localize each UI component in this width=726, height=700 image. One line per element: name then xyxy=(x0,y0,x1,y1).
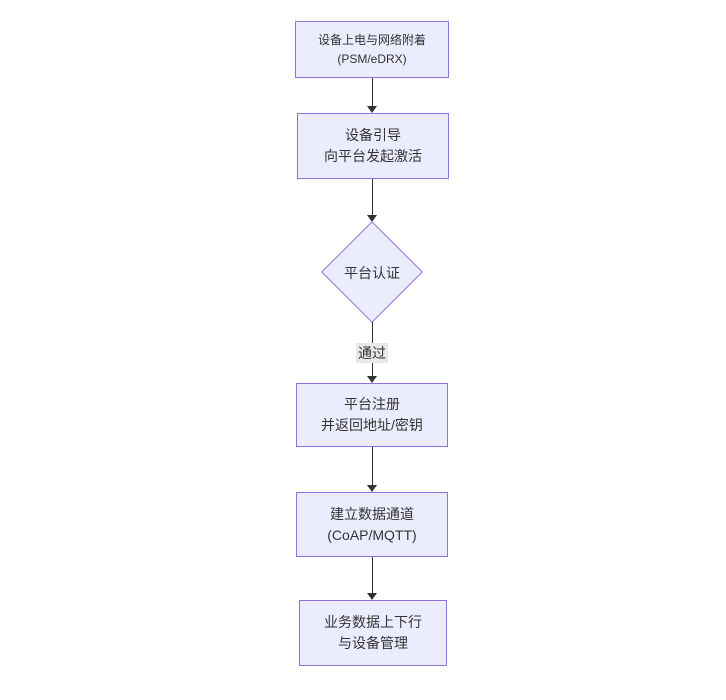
arrowhead-down-icon xyxy=(367,485,377,492)
node-text-line: 并返回地址/密钥 xyxy=(321,417,423,433)
node-text-line: 与设备管理 xyxy=(338,635,408,651)
node-text-line: 建立数据通道 xyxy=(330,505,414,522)
flow-node-channel: 建立数据通道 (CoAP/MQTT) xyxy=(296,492,448,557)
node-text-line: 平台注册 xyxy=(344,396,400,412)
flow-node-business: 业务数据上下行 与设备管理 xyxy=(299,600,447,666)
node-text-line: (PSM/eDRX) xyxy=(337,51,407,66)
arrowhead-down-icon xyxy=(367,106,377,113)
arrowhead-down-icon xyxy=(367,593,377,600)
arrowhead-down-icon xyxy=(367,215,377,222)
edge-line xyxy=(372,447,373,485)
edge-line xyxy=(372,78,373,106)
flow-node-power-attach: 设备上电与网络附着 (PSM/eDRX) xyxy=(295,21,449,78)
flow-node-bootstrap: 设备引导 向平台发起激活 xyxy=(297,113,449,179)
node-text-line: 设备引导 xyxy=(345,127,401,143)
arrowhead-down-icon xyxy=(367,376,377,383)
flow-node-auth-label: 平台认证 xyxy=(344,264,400,281)
flow-node-register: 平台注册 并返回地址/密钥 xyxy=(296,383,448,447)
node-text-line: 向平台发起激活 xyxy=(324,148,422,164)
edge-label-pass: 通过 xyxy=(356,343,388,363)
node-text-line: 设备上电与网络附着 xyxy=(317,32,426,47)
node-text-line: 业务数据上下行 xyxy=(324,614,422,630)
edge-line xyxy=(372,557,373,593)
node-text-line: (CoAP/MQTT) xyxy=(327,526,417,543)
edge-line xyxy=(372,179,373,215)
